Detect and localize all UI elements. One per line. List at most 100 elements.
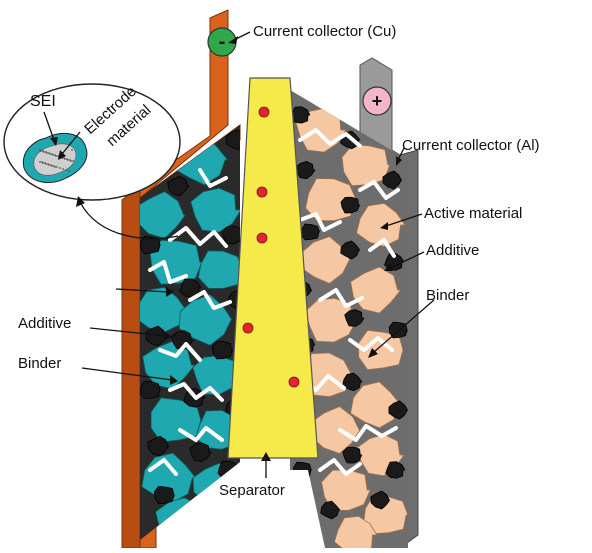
anode-binder-strand [168,382,224,402]
leader-sei-curve [79,201,179,240]
cathode-additive [370,490,391,510]
sei-texture-dot [54,166,56,168]
cathode-additive [293,461,312,479]
lithium-ion [256,186,268,198]
cathode-particle [356,202,406,247]
cathode-particle [334,515,378,548]
arrow-active [380,222,388,230]
leader-arrowheads [50,36,402,461]
sei-texture-dot [72,160,74,162]
cathode-binder-group [298,128,400,476]
sei-texture-dot [43,151,45,153]
anode-binder-strand [148,458,178,476]
arrow-anode [166,287,174,297]
cathode-additive [382,170,402,190]
arrow-electrode [58,150,66,160]
cathode-additive [340,196,361,214]
label-additive-right: Additive [426,242,480,259]
label-active-material: Active material [424,205,523,222]
sei-texture-dot [56,166,58,168]
separator-sheet [227,77,319,459]
cathode-particle [321,469,371,512]
cathode-binder-strand [348,336,394,352]
positive-terminal-icon [362,86,392,116]
sei-texture-dot [59,167,61,169]
arrow-additive-left [164,331,172,341]
sei-texture-dot [42,162,44,164]
cathode-region [290,90,408,548]
sei-texture-dot [40,150,42,152]
arrow-sei [50,137,58,146]
arrow-additive-right [384,263,393,271]
sei-texture-dot [52,154,54,156]
leader-additive-right [389,251,425,269]
label-current-collector-al: Current collector (Al) [402,137,540,154]
sei-texture-dot [67,159,69,161]
lithium-ion [242,322,254,334]
anode-additive [189,442,212,462]
leader-active [385,213,423,227]
cathode-binder-strand [318,458,362,476]
cathode-binder-strand [318,288,364,308]
cathode-additive [388,400,408,420]
leader-additive-left [89,327,167,337]
cathode-additive [342,372,363,392]
cathode-additive [344,309,365,327]
anode-particle [140,287,187,333]
cathode-binder-strand [338,424,398,442]
cathode-additive [342,446,363,464]
anode-binder-strand [168,226,228,248]
sei-texture-dot [45,163,47,165]
lithium-ion [258,106,270,118]
anode-binder-group [148,168,232,476]
negative-terminal-sign: - [219,31,226,53]
arrow-al [396,156,402,166]
positive-terminal-sign: + [372,91,383,111]
cathode-additive [340,240,361,260]
cathode-binder-strand [368,238,396,258]
cathode-particle [350,381,402,429]
anode-additive [147,435,170,457]
anode-binder-strand [188,290,232,310]
cu-collector-side [121,183,141,549]
arrow-cu [228,36,238,44]
cathode-additive [385,461,406,479]
anode-particle [197,250,240,289]
anode-binder-strand [178,426,224,442]
sei-texture-dot [39,161,41,163]
sei-texture-dot [71,149,73,151]
label-binder-right: Binder [426,287,470,304]
anode-binder-strand [148,260,188,284]
arrow-binder-left [170,375,178,385]
sei-texture-dot [49,153,51,155]
anode-binder-strand [198,168,228,188]
sei-texture-dot [68,170,70,172]
cathode-additive [388,321,408,339]
leader-sei [43,111,55,141]
label-sei: SEI [30,93,56,110]
leader-binder-left [81,367,173,381]
sei-texture-dot [65,169,67,171]
anode-additive [167,175,190,197]
anode-additive [211,341,234,360]
lithium-ion-group [242,106,300,388]
anode-additive [154,486,175,505]
anode-additive [140,235,161,255]
label-current-collector-cu: Current collector (Cu) [253,23,397,40]
leader-electrode [61,131,81,155]
anode-particle [140,191,186,239]
cathode-additive [320,500,341,520]
cathode-binder-strand [298,212,342,232]
sei-texture-dot [64,158,66,160]
cathode-additive [300,223,320,241]
sei-texture-dot [51,165,53,167]
label-binder-left: Binder [18,355,62,372]
anode-binder-strand [158,342,202,362]
cathode-binder-strand [298,128,362,148]
lithium-ion [256,232,268,244]
sei-texture-dot [46,152,48,154]
leader-lines [43,31,435,478]
sei-texture-dot [62,168,64,170]
